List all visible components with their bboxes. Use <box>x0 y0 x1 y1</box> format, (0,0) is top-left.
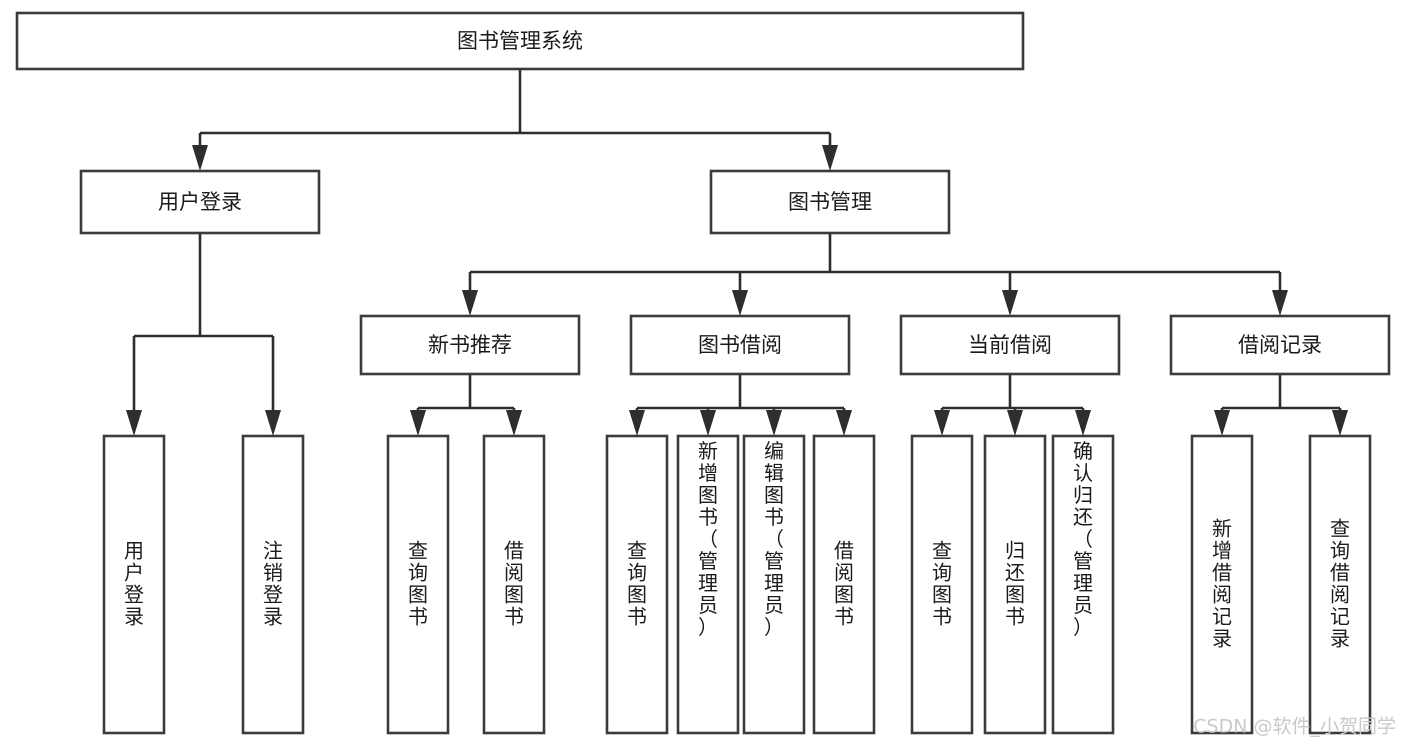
arrow-head-icon <box>1214 410 1230 436</box>
node-label: 图书借阅 <box>698 333 782 357</box>
node-label-vertical: 注销登录 <box>263 539 283 629</box>
node-label-vertical: 新增借阅记录 <box>1212 517 1232 651</box>
node-leaf-query-book-current[interactable]: 查询图书 <box>910 434 974 735</box>
arrow-head-icon <box>700 410 716 436</box>
node-box[interactable] <box>983 434 1047 735</box>
node-box[interactable] <box>102 434 166 735</box>
connector-current-to-leaves <box>934 374 1091 436</box>
node-label-vertical: 新增图书（管理员） <box>698 439 718 639</box>
node-label-vertical: 查询图书 <box>932 539 952 629</box>
node-leaf-edit-book-admin[interactable]: 编辑图书（管理员） <box>742 434 806 735</box>
node-box[interactable] <box>1308 434 1372 735</box>
node-box[interactable] <box>15 11 1025 71</box>
node-box[interactable] <box>359 314 581 376</box>
arrow-head-icon <box>506 410 522 436</box>
node-leaf-confirm-return-admin[interactable]: 确认归还（管理员） <box>1051 434 1115 735</box>
node-box[interactable] <box>629 314 851 376</box>
arrow-head-icon <box>126 410 142 436</box>
node-book-borrow[interactable]: 图书借阅 <box>629 314 851 376</box>
arrow-head-icon <box>410 410 426 436</box>
node-current-borrow[interactable]: 当前借阅 <box>899 314 1121 376</box>
node-label-vertical: 确认归还（管理员） <box>1073 439 1093 639</box>
node-book-management[interactable]: 图书管理 <box>709 169 951 235</box>
node-box[interactable] <box>812 434 876 735</box>
node-box[interactable] <box>709 169 951 235</box>
node-label-vertical: 借阅图书 <box>834 539 854 629</box>
arrow-head-icon <box>629 410 645 436</box>
node-leaf-add-borrow-record[interactable]: 新增借阅记录 <box>1190 434 1254 735</box>
node-label-vertical: 查询图书 <box>627 539 647 629</box>
node-box[interactable] <box>482 434 546 735</box>
connector-root-to-level2 <box>192 69 838 171</box>
node-box[interactable] <box>386 434 450 735</box>
node-leaf-return-book[interactable]: 归还图书 <box>983 434 1047 735</box>
node-box[interactable] <box>241 434 305 735</box>
connector-layer <box>126 69 1348 436</box>
node-label-vertical: 查询图书 <box>408 539 428 629</box>
arrow-head-icon <box>1075 410 1091 436</box>
node-leaf-logout[interactable]: 注销登录 <box>241 434 305 735</box>
node-box[interactable] <box>910 434 974 735</box>
connector-userlogin-to-leaves <box>126 233 281 436</box>
node-label-vertical: 借阅图书 <box>504 539 524 629</box>
node-leaf-add-book-admin[interactable]: 新增图书（管理员） <box>676 434 740 735</box>
arrow-head-icon <box>462 290 478 316</box>
node-layer: 图书管理系统用户登录图书管理新书推荐图书借阅当前借阅借阅记录用户登录注销登录查询… <box>15 11 1391 735</box>
connector-record-to-leaves <box>1214 374 1348 436</box>
arrow-head-icon <box>1002 290 1018 316</box>
arrow-head-icon <box>766 410 782 436</box>
node-label-vertical: 归还图书 <box>1005 539 1025 629</box>
arrow-head-icon <box>934 410 950 436</box>
arrow-head-icon <box>192 145 208 171</box>
node-leaf-user-login[interactable]: 用户登录 <box>102 434 166 735</box>
node-label: 用户登录 <box>158 190 242 214</box>
node-leaf-query-book-recommend[interactable]: 查询图书 <box>386 434 450 735</box>
node-label: 图书管理 <box>788 190 872 214</box>
arrow-head-icon <box>822 145 838 171</box>
node-box[interactable] <box>1051 434 1115 735</box>
node-root[interactable]: 图书管理系统 <box>15 11 1025 71</box>
node-leaf-query-book[interactable]: 查询图书 <box>605 434 669 735</box>
node-box[interactable] <box>742 434 806 735</box>
node-label-vertical: 用户登录 <box>124 539 144 629</box>
node-borrow-record[interactable]: 借阅记录 <box>1169 314 1391 376</box>
node-label-vertical: 编辑图书（管理员） <box>764 439 784 639</box>
arrow-head-icon <box>836 410 852 436</box>
node-box[interactable] <box>1169 314 1391 376</box>
node-box[interactable] <box>79 169 321 235</box>
node-label: 图书管理系统 <box>457 29 583 53</box>
csdn-watermark: CSDN @软件_小贺同学 <box>1193 716 1396 738</box>
node-label: 借阅记录 <box>1238 333 1322 357</box>
arrow-head-icon <box>1007 410 1023 436</box>
arrow-head-icon <box>1272 290 1288 316</box>
connector-recommend-to-leaves <box>410 374 522 436</box>
connector-borrow-to-leaves <box>629 374 852 436</box>
node-box[interactable] <box>1190 434 1254 735</box>
arrow-head-icon <box>732 290 748 316</box>
node-box[interactable] <box>899 314 1121 376</box>
node-leaf-borrow-book-recommend[interactable]: 借阅图书 <box>482 434 546 735</box>
node-leaf-query-borrow-record[interactable]: 查询借阅记录 <box>1308 434 1372 735</box>
node-box[interactable] <box>605 434 669 735</box>
connector-bookmgmt-to-level3 <box>462 233 1288 316</box>
node-user-login[interactable]: 用户登录 <box>79 169 321 235</box>
node-label: 当前借阅 <box>968 333 1052 357</box>
node-new-book-recommend[interactable]: 新书推荐 <box>359 314 581 376</box>
node-box[interactable] <box>676 434 740 735</box>
node-label-vertical: 查询借阅记录 <box>1330 517 1350 651</box>
node-label: 新书推荐 <box>428 333 512 357</box>
arrow-head-icon <box>1332 410 1348 436</box>
node-leaf-borrow-book[interactable]: 借阅图书 <box>812 434 876 735</box>
arrow-head-icon <box>265 410 281 436</box>
